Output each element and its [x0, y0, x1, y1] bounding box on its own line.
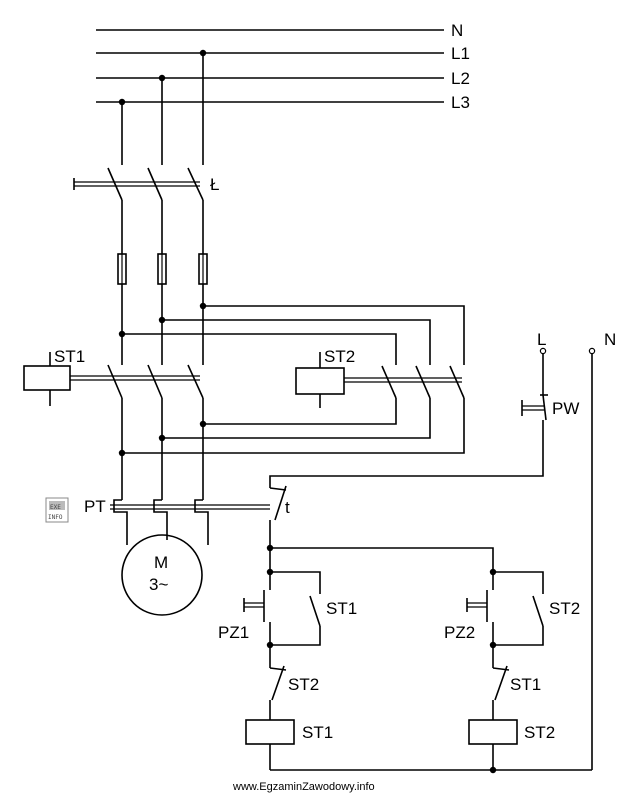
st2-coil-ctrl-label: ST2	[524, 723, 555, 742]
control-label-l: L	[537, 330, 546, 349]
thermal-contact-label: t	[285, 498, 290, 517]
st1-aux-contact-label: ST1	[326, 599, 357, 618]
bus-label-l2: L2	[451, 69, 470, 88]
pz2-label: PZ2	[444, 623, 475, 642]
phase-conductors	[121, 53, 204, 165]
branch-st2: PZ2 ST2 ST1 ST2	[444, 568, 580, 770]
main-isolator: Ł	[73, 167, 219, 254]
supply-busbars: N L1 L2 L3	[96, 21, 470, 112]
control-label-n: N	[604, 330, 616, 349]
branch-st1: PZ1 ST1 ST2 ST1	[218, 568, 357, 770]
control-supply: L N	[537, 330, 616, 770]
watermark-badge-top: EXE	[50, 504, 61, 511]
motor-label-m: M	[154, 553, 168, 572]
st2-coil-label: ST2	[324, 347, 355, 366]
st2-supply-links	[118, 302, 465, 365]
control-bus-top	[266, 544, 494, 572]
thermal-relay-label: PT	[84, 497, 106, 516]
pz1-label: PZ1	[218, 623, 249, 642]
st2-aux-contact-label: ST2	[549, 599, 580, 618]
watermark-badge: EXE INFO	[45, 497, 69, 523]
pw-label: PW	[552, 399, 579, 418]
st1-coil-ctrl-label: ST1	[302, 723, 333, 742]
st1-interlock-label: ST1	[510, 675, 541, 694]
st1-coil-label: ST1	[54, 347, 85, 366]
contactor-st2: ST2	[118, 347, 465, 457]
thermal-relay: PT	[84, 497, 270, 545]
fuses	[117, 253, 208, 365]
motor: M 3~	[121, 534, 203, 616]
contactor-st1: ST1	[23, 347, 204, 500]
bus-label-n: N	[451, 21, 463, 40]
motor-label-phase: 3~	[149, 575, 168, 594]
bus-label-l3: L3	[451, 93, 470, 112]
thermal-contact: t	[269, 485, 290, 548]
pushbutton-pw: PW	[269, 386, 579, 488]
footer-url: www.EgzaminZawodowy.info	[232, 781, 375, 793]
isolator-label: Ł	[210, 175, 219, 194]
st2-interlock-label: ST2	[288, 675, 319, 694]
watermark-badge-bottom: INFO	[48, 514, 63, 521]
control-bus-bottom	[270, 766, 592, 774]
bus-label-l1: L1	[451, 44, 470, 63]
